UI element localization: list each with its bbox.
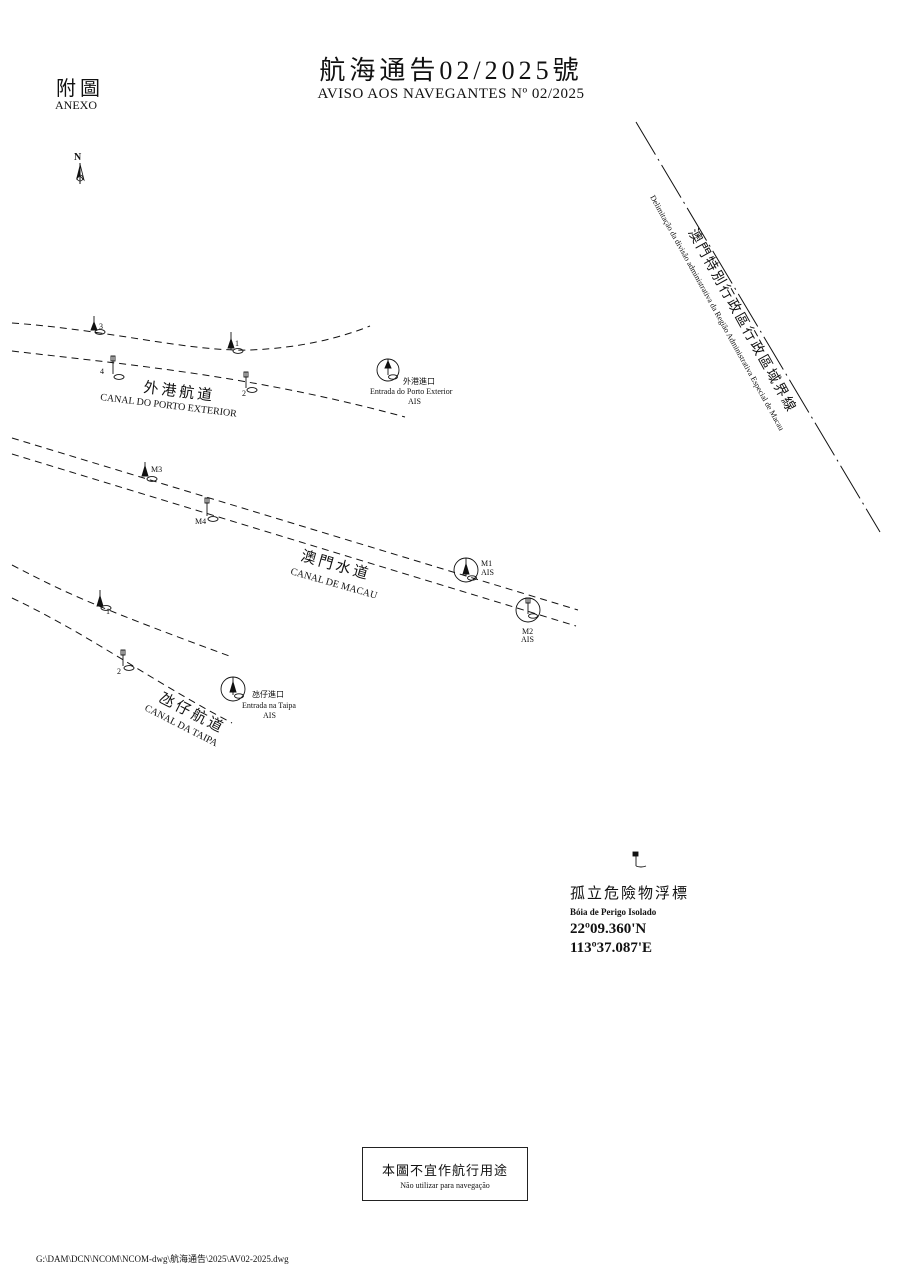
buoy-m4-icon	[204, 497, 219, 522]
notice-text-cn: 本圖不宜作航行用途	[381, 1163, 508, 1178]
buoy-1-taipa-icon	[96, 590, 112, 611]
hazard-name-pt: Bóia de Perigo Isolado	[570, 907, 657, 917]
buoy-4-icon	[110, 355, 125, 380]
buoy-m3-icon	[141, 462, 158, 482]
annex-label-chinese: 附圖	[56, 78, 104, 100]
buoy-m4-label: M4	[195, 517, 206, 526]
buoy-m3-label: M3	[151, 465, 162, 474]
buoy-2-outer-icon	[243, 371, 258, 393]
buoy-m1-icon	[453, 557, 479, 583]
buoy-2-taipa-icon	[120, 649, 135, 671]
outer-entrance-label-cn: 外港進口	[403, 376, 435, 386]
not-for-navigation-box: 本圖不宜作航行用途 Não utilizar para navegação	[362, 1147, 528, 1201]
notice-text-pt: Não utilizar para navegação	[400, 1181, 490, 1190]
notice-title-portuguese: AVISO AOS NAVEGANTES Nº 02/2025	[317, 86, 585, 102]
buoy-1-outer-label: 1	[235, 339, 239, 348]
outer-harbour-channel	[11, 322, 406, 418]
annex-label-portuguese: ANEXO	[55, 98, 97, 112]
buoy-m2-icon	[515, 597, 541, 623]
hazard-latitude: 22º09.360'N	[570, 921, 647, 937]
buoy-1-outer-icon	[227, 332, 244, 354]
taipa-entrance-buoy-icon	[220, 676, 246, 702]
taipa-channel	[11, 564, 233, 724]
taipa-entrance-label-cn: 氹仔進口	[252, 689, 284, 699]
boundary-label-pt: Delimitação da divisão administrativa da…	[648, 194, 786, 433]
taipa-entrance-ais: AIS	[263, 711, 276, 720]
buoy-4-label: 4	[100, 367, 104, 376]
notice-title-chinese: 航海通告02/2025號	[319, 56, 583, 85]
buoy-1-taipa-label: 1	[106, 607, 110, 616]
outer-entrance-buoy-icon	[376, 358, 400, 382]
north-arrow-label: N	[74, 152, 82, 163]
file-path: G:\DAM\DCN\NCOM\NCOM-dwg\航海通告\2025\AV02-…	[36, 1254, 289, 1264]
buoy-m1-label: M1	[481, 559, 492, 568]
boundary-label-cn: 澳門特別行政區行政區域界線	[685, 226, 800, 416]
macau-channel	[11, 437, 579, 627]
buoy-m1-ais: AIS	[481, 568, 494, 577]
hazard-name-cn: 孤立危險物浮標	[570, 886, 690, 902]
north-arrow-icon	[76, 163, 85, 184]
hazard-longitude: 113º37.087'E	[570, 940, 653, 956]
buoy-m2-label: M2	[522, 627, 533, 636]
outer-entrance-ais: AIS	[408, 397, 421, 406]
buoy-2-taipa-label: 2	[117, 667, 121, 676]
buoy-m2-ais: AIS	[521, 635, 534, 644]
isolated-danger-buoy-icon	[632, 851, 647, 868]
buoy-3-label: 3	[99, 322, 103, 331]
taipa-entrance-label-pt: Entrada na Taipa	[242, 701, 296, 710]
administrative-boundary-line	[635, 121, 881, 533]
buoy-2-outer-label: 2	[242, 389, 246, 398]
outer-entrance-label-pt: Entrada do Porto Exterior	[370, 387, 453, 396]
buoy-3-icon	[90, 316, 106, 335]
